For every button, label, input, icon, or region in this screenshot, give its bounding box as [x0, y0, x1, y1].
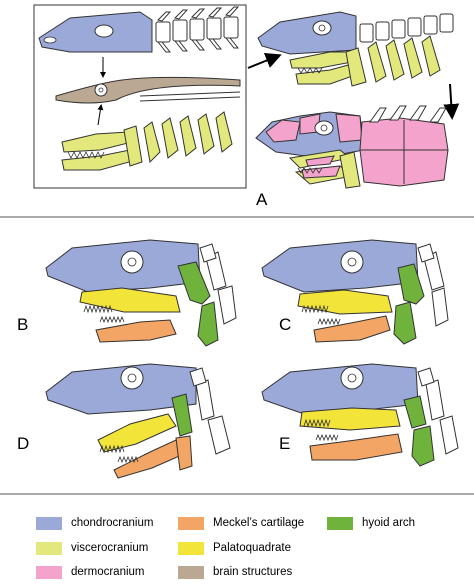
b-palatoquadrate [79, 287, 181, 313]
legend-swatch [178, 541, 204, 555]
c-meckels-cartilage [313, 315, 391, 343]
d-chondrocranium [45, 363, 197, 415]
panel-a [33, 4, 460, 189]
legend-label: brain structures [213, 566, 293, 578]
inset-notochord [139, 91, 241, 102]
stage3-dermocranium-1 [265, 119, 301, 143]
inset-arrow-up [97, 104, 104, 126]
legend-item-palatoquadrate: Palatoquadrate [178, 540, 291, 556]
panel-label-c: C [279, 315, 292, 334]
inset-vertebrae [155, 6, 240, 53]
legend-item-hyoid-arch: hyoid arch [327, 515, 415, 531]
inset-viscerocranium [61, 111, 233, 171]
c-hyoid-2 [393, 301, 417, 345]
stage2-viscerocranium [289, 35, 441, 87]
legend-item-dermocranium: dermocranium [36, 564, 145, 580]
inset-eye-capsule [94, 24, 114, 38]
panel-d [45, 363, 231, 479]
stage-arrow-1 [247, 53, 282, 69]
e-chondrocranium [261, 363, 419, 415]
c-palatoquadrate [297, 289, 393, 315]
panel-c [261, 239, 449, 345]
b-hyoid-1 [177, 261, 211, 305]
stage2-chondrocranium [257, 11, 357, 55]
legend-label: viscerocranium [71, 542, 149, 554]
panel-e [261, 363, 459, 467]
legend-swatch [36, 565, 62, 579]
c-chondrocranium [261, 239, 419, 293]
e-hyoid-1 [403, 395, 427, 429]
legend-swatch [327, 516, 353, 530]
legend-item-brain-structures: brain structures [178, 564, 292, 580]
panel-label-d: D [17, 434, 30, 453]
legend-item-meckels-cartilage: Meckel’s cartilage [178, 515, 304, 531]
c-hyoid-1 [397, 263, 425, 305]
legend-label: chondrocranium [71, 517, 154, 529]
legend-swatch [178, 565, 204, 579]
legend-swatch [36, 541, 62, 555]
legend-item-chondrocranium: chondrocranium [36, 515, 153, 531]
b-meckels-cartilage [95, 319, 177, 343]
legend-item-viscerocranium: viscerocranium [36, 540, 148, 556]
e-hyoid-2 [411, 425, 435, 467]
panel-b [45, 239, 237, 347]
legend-label: Palatoquadrate [213, 542, 292, 554]
legend-swatch [178, 516, 204, 530]
b-hyoid-2 [197, 301, 219, 347]
panel-label-a: A [256, 190, 268, 209]
e-meckels-cartilage [309, 433, 403, 461]
legend-label: dermocranium [71, 566, 145, 578]
panel-label-e: E [279, 434, 291, 453]
inset-teeth [67, 151, 105, 159]
legend-label: Meckel’s cartilage [213, 517, 305, 529]
stage2-vertebrae [359, 13, 454, 43]
d-meckel-joint [175, 435, 193, 471]
stage-arrow-2 [443, 83, 460, 120]
panel-label-b: B [17, 315, 29, 334]
d-hyoid-1 [171, 393, 193, 437]
e-palatoquadrate [299, 407, 401, 431]
legend-label: hyoid arch [362, 517, 416, 529]
legend-swatch [36, 516, 62, 530]
